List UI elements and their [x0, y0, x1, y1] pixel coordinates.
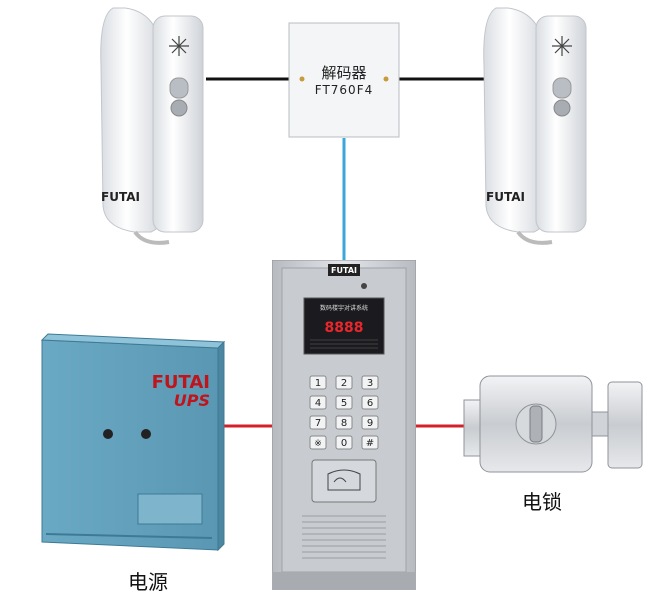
key-label: 4	[315, 398, 321, 409]
key-label: 8	[341, 418, 347, 429]
spec-label	[137, 493, 203, 525]
handset-button-1	[169, 77, 189, 99]
terminal-strip	[45, 533, 213, 539]
screw-right	[383, 76, 389, 82]
key-label: 7	[315, 418, 321, 429]
speaker-grille	[302, 515, 386, 559]
handset-cord	[133, 230, 170, 245]
handset-brand: FUTAI	[101, 190, 140, 204]
key-label: 3	[367, 378, 373, 389]
decoder-model: FT760F4	[315, 83, 373, 97]
lock-knob	[529, 405, 543, 443]
key-8	[335, 415, 353, 430]
panel-system-title: 数码楼宇对讲系统	[320, 304, 368, 312]
key-star	[309, 435, 327, 450]
key-2	[335, 375, 353, 390]
key-hash	[361, 435, 379, 450]
speaker-icon	[169, 36, 189, 56]
screw-left	[299, 76, 305, 82]
key-7	[309, 415, 327, 430]
ups-brand-sub: UPS	[174, 391, 210, 410]
panel-brand-plate	[328, 264, 360, 276]
key-6	[361, 395, 379, 410]
key-label: 0	[341, 438, 347, 449]
electric-lock	[463, 375, 643, 473]
handset-cord	[516, 230, 553, 245]
power-supply: FUTAI UPS	[40, 333, 226, 552]
key-label: 1	[315, 378, 321, 389]
power-supply-label: 电源	[128, 570, 168, 594]
key-label: 9	[367, 418, 373, 429]
key-label: ※	[314, 439, 322, 449]
key-label: 2	[341, 378, 347, 389]
key-1	[309, 375, 327, 390]
key-label: #	[366, 438, 374, 449]
key-0	[335, 435, 353, 450]
key-4	[309, 395, 327, 410]
key-3	[361, 375, 379, 390]
card-reader-icon	[327, 469, 361, 491]
door-panel: FUTAI 数码楼宇对讲系统 8888 1 2 3 4 5 6 7 8 9 ※ …	[272, 260, 416, 590]
handset-button-1	[552, 77, 572, 99]
indicator-light-2	[141, 429, 151, 439]
lock-strike	[607, 381, 643, 469]
handset-left: FUTAI	[100, 7, 204, 245]
key-5	[335, 395, 353, 410]
handset-brand: FUTAI	[486, 190, 525, 204]
decoder-box: 解码器 FT760F4	[288, 22, 400, 138]
handset-right: FUTAI	[483, 7, 587, 245]
camera-icon	[361, 283, 367, 289]
key-label: 6	[367, 398, 373, 409]
handset-button-2	[553, 99, 571, 117]
decoder-title: 解码器	[321, 64, 366, 82]
handset-button-2	[170, 99, 188, 117]
key-9	[361, 415, 379, 430]
indicator-light-1	[103, 429, 113, 439]
ups-brand: FUTAI	[152, 372, 210, 393]
speaker-icon	[552, 36, 572, 56]
lock-label: 电锁	[522, 490, 562, 514]
keypad: 1 2 3 4 5 6 7 8 9 ※ 0 #	[309, 375, 379, 450]
card-reader	[311, 459, 377, 503]
panel-brand: FUTAI	[331, 266, 357, 275]
panel-screen	[303, 297, 385, 355]
panel-display: 8888	[325, 320, 364, 336]
key-label: 5	[341, 398, 347, 409]
